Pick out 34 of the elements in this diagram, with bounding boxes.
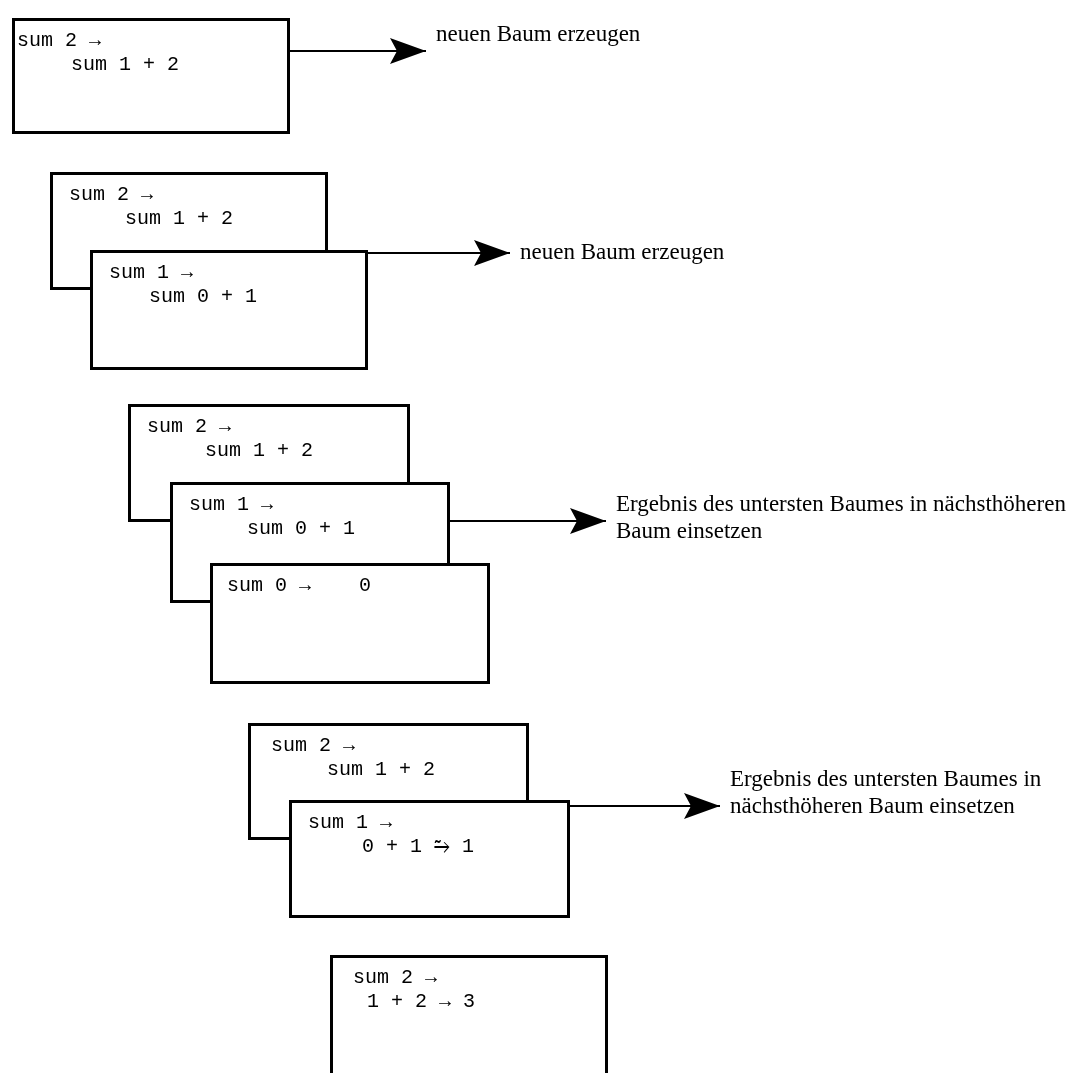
code-line: sum 1 → [109, 261, 193, 285]
code-box [289, 800, 570, 918]
code-box [128, 404, 410, 482]
arrow [289, 38, 427, 64]
code-line: sum 1 → [308, 811, 392, 835]
code-line: sum 1 + 2 [71, 53, 180, 77]
arrow [449, 508, 607, 534]
code-line: sum 1 + 2 [205, 439, 314, 463]
code-box [90, 250, 368, 370]
code-box [170, 482, 450, 563]
code-line: sum 1 + 2 [125, 207, 234, 231]
code-line: 1 + 2 → 3 [367, 990, 476, 1014]
code-line: sum 1 → [189, 493, 273, 517]
code-line: sum 0 → 0 [227, 574, 372, 598]
code-line: sum 1 + 2 [327, 758, 436, 782]
code-line: sum 2 → [147, 415, 231, 439]
arrow [569, 793, 721, 819]
description-text: neuen Baum erzeugen [520, 238, 780, 265]
description-text: neuen Baum erzeugen [436, 20, 696, 47]
code-box [12, 18, 290, 134]
code-line: sum 2 → [69, 183, 153, 207]
code-line: sum 0 + 1 [149, 285, 258, 309]
code-line: sum 0 + 1 [247, 517, 356, 541]
code-box [330, 955, 608, 1073]
code-box [248, 723, 529, 800]
arrow [367, 240, 511, 266]
description-text: Ergebnis des untersten Baumes in nächsthöheren Baum einsetzen [730, 765, 1070, 819]
code-line: sum 2 → [271, 734, 355, 758]
code-line: sum 2 → [353, 966, 437, 990]
code-box [50, 172, 328, 250]
code-box [210, 563, 490, 684]
code-line: 0 + 1 ⥲ 1 [362, 835, 474, 859]
code-line: sum 2 → [17, 29, 101, 53]
description-text: Ergebnis des untersten Baumes in nächsthöheren Baum einsetzen [616, 490, 1086, 544]
